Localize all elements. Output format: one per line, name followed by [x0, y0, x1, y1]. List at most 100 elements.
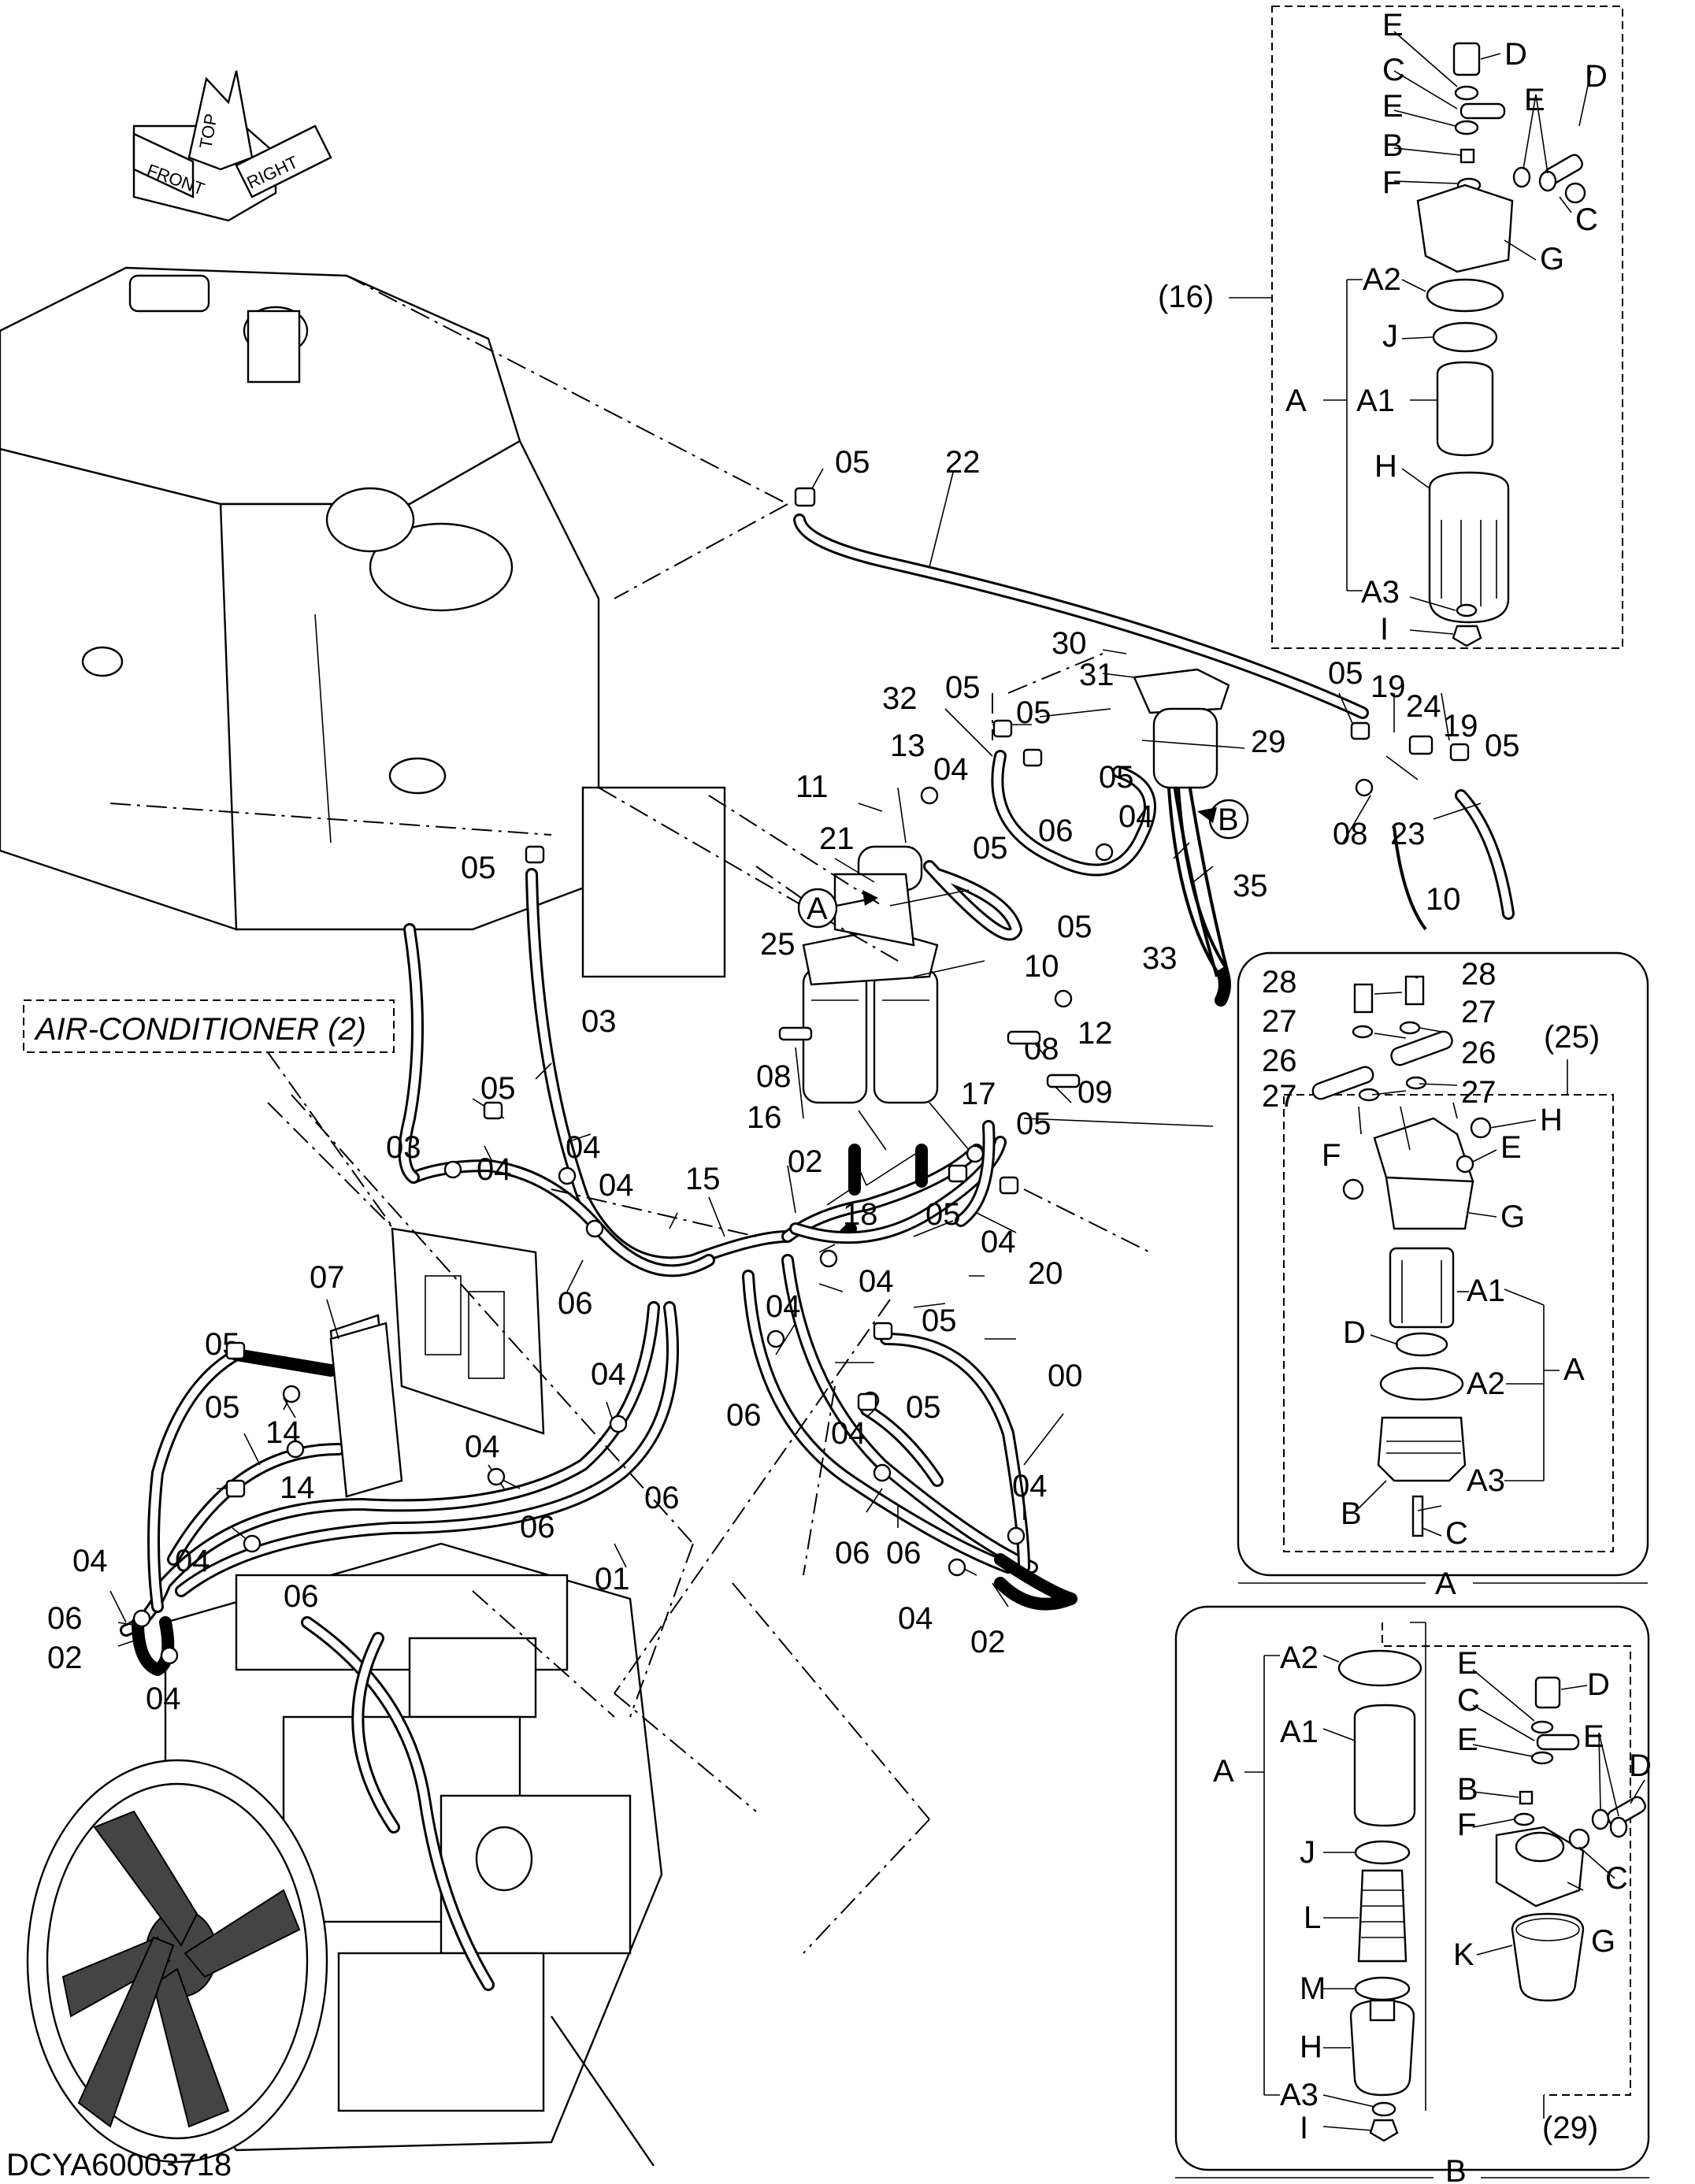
detail-25-section: A: [1435, 1567, 1456, 1601]
label-06: 06: [520, 1510, 555, 1544]
label-15: 15: [685, 1162, 721, 1196]
fuel-filter-29: [1133, 668, 1230, 789]
label-02: 02: [47, 1641, 83, 1675]
detail-16-label-B: B: [1382, 128, 1404, 163]
label-06: 06: [558, 1286, 593, 1321]
label-05: 05: [925, 1197, 961, 1232]
label-05: 05: [480, 1071, 516, 1106]
label-04: 04: [566, 1130, 601, 1165]
detail-29-label-C: C: [1605, 1861, 1628, 1896]
detail-29-label-E: E: [1583, 1719, 1604, 1754]
detail-16-label-D: D: [1585, 59, 1608, 94]
label-21: 21: [819, 821, 855, 856]
detail-25-label-26: 26: [1262, 1044, 1297, 1078]
label-06: 06: [726, 1398, 762, 1433]
label-04: 04: [898, 1601, 933, 1636]
cooling-fan: [26, 1759, 328, 2164]
clamps-and-fittings: [132, 487, 1470, 1665]
label-05: 05: [922, 1303, 957, 1338]
callout-a-text: A: [807, 892, 828, 926]
label-04: 04: [1012, 1469, 1048, 1504]
detail-25-label-A: A: [1563, 1352, 1585, 1387]
air-conditioner-note-text: AIR-CONDITIONER (2): [34, 1012, 366, 1047]
label-24: 24: [1406, 689, 1441, 724]
label-08: 08: [1333, 817, 1368, 851]
label-05: 05: [1099, 760, 1134, 795]
label-04: 04: [591, 1357, 626, 1392]
detail-29-label-H: H: [1300, 2030, 1322, 2064]
detail-29-label-A2: A2: [1280, 1641, 1319, 1675]
detail-29-label-E: E: [1457, 1722, 1478, 1757]
detail-29-label-I: I: [1300, 2111, 1308, 2145]
detail-25-label-D: D: [1343, 1315, 1366, 1350]
label-13: 13: [890, 729, 925, 763]
detail-25-label-A1: A1: [1467, 1274, 1505, 1308]
label-06: 06: [284, 1579, 319, 1614]
detail-29-label-A1: A1: [1280, 1715, 1319, 1749]
label-04: 04: [146, 1682, 181, 1716]
label-04: 04: [465, 1429, 500, 1464]
label-25: 25: [760, 927, 796, 962]
detail-16-label-J: J: [1382, 319, 1398, 354]
label-18: 18: [843, 1197, 878, 1232]
detail-25-title: (25): [1544, 1020, 1600, 1055]
label-04: 04: [981, 1225, 1016, 1259]
fuel-pump-11: [833, 845, 923, 947]
detail-25-label-A3: A3: [1467, 1463, 1505, 1498]
detail-16-label-C: C: [1382, 53, 1405, 87]
detail-16-label-A2: A2: [1363, 262, 1401, 297]
label-16: 16: [747, 1100, 782, 1135]
label-04: 04: [477, 1152, 512, 1187]
phantom-lines: [109, 275, 1151, 1954]
label-02: 02: [970, 1625, 1006, 1659]
label-05: 05: [1016, 695, 1051, 730]
label-31: 31: [1079, 658, 1115, 692]
drawing-id: DCYA60003718: [6, 2148, 232, 2182]
label-04: 04: [1118, 799, 1154, 834]
detail-25-label-E: E: [1500, 1130, 1522, 1165]
label-06: 06: [47, 1601, 83, 1636]
label-20: 20: [1028, 1256, 1063, 1291]
label-05: 05: [945, 670, 981, 705]
detail-29-label-A: A: [1213, 1754, 1234, 1789]
fuel-hoses: [120, 514, 1515, 1676]
label-05: 05: [906, 1390, 941, 1425]
fuel-filter-16: [802, 928, 939, 1104]
label-11: 11: [796, 769, 829, 804]
detail-29-label-F: F: [1457, 1808, 1476, 1842]
detail-16-label-D: D: [1504, 37, 1527, 72]
detail-25-label-28: 28: [1262, 965, 1297, 999]
detail-25-label-27: 27: [1262, 1004, 1297, 1039]
label-05: 05: [1328, 656, 1363, 691]
detail-29-label-D: D: [1587, 1667, 1610, 1702]
label-35: 35: [1233, 869, 1268, 903]
detail-16-label-A: A: [1285, 384, 1307, 418]
detail-25-panel: A (25): [1237, 951, 1649, 1601]
label-05: 05: [205, 1390, 240, 1425]
label-10: 10: [1024, 949, 1059, 984]
callout-a: A: [797, 888, 878, 929]
label-06: 06: [886, 1536, 922, 1570]
detail-29-label-M: M: [1300, 1971, 1326, 2006]
detail-29-label-A3: A3: [1280, 2078, 1319, 2112]
label-06: 06: [644, 1481, 680, 1515]
label-04: 04: [933, 752, 969, 787]
detail-16-title: (16): [1158, 280, 1214, 314]
orientation-indicator-icon: FRONT TOP RIGHT: [132, 70, 332, 222]
leader-lines: [109, 468, 1482, 1647]
detail-29-label-E: E: [1457, 1646, 1478, 1681]
detail-29-panel: B (29): [1174, 1605, 1652, 2184]
detail-29-title: (29): [1542, 2111, 1598, 2145]
detail-25-label-26: 26: [1461, 1036, 1497, 1070]
label-05: 05: [1016, 1107, 1051, 1141]
label-01: 01: [595, 1562, 630, 1596]
detail-29-label-C: C: [1457, 1683, 1480, 1718]
label-22: 22: [945, 445, 981, 480]
label-09: 09: [1077, 1075, 1113, 1110]
label-23: 23: [1390, 817, 1426, 851]
detail-25-label-C: C: [1445, 1516, 1468, 1551]
detail-29-label-B: B: [1457, 1772, 1478, 1807]
detail-25-label-A2: A2: [1467, 1366, 1505, 1401]
detail-25-label-G: G: [1500, 1200, 1525, 1234]
